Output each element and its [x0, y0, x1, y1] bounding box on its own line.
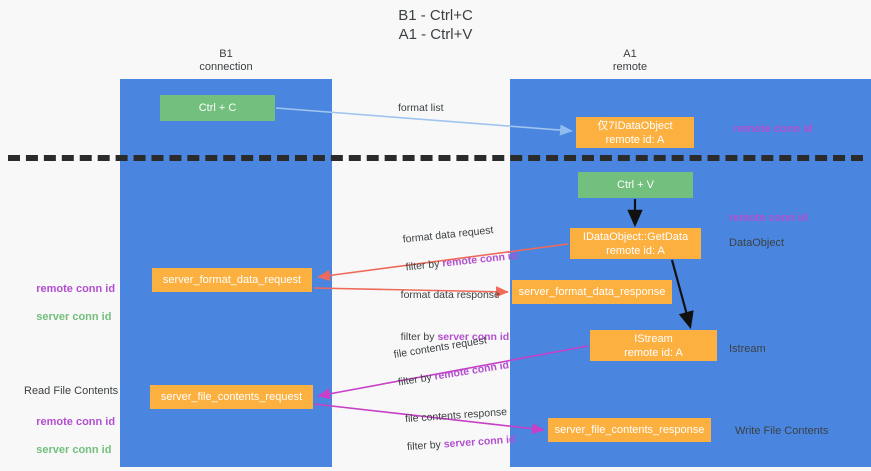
label-left-conn-ids-top: remote conn id server conn id: [24, 268, 115, 338]
label-remote-conn-id-left-2: remote conn id: [36, 416, 116, 428]
edge-label-fcres-filter-prefix: filter by: [406, 438, 445, 454]
edge-label-format-data-response: format data response filter by server co…: [389, 274, 510, 358]
edge-label-format-list: format list: [398, 102, 444, 114]
box-idataobject-remote[interactable]: 仅7IDataObject remote id: A: [576, 117, 694, 148]
edge-label-fcreq-filter-prefix: filter by: [397, 370, 436, 389]
edge-label-file-contents-request-text: file contents request: [392, 334, 488, 361]
label-left-conn-ids-bottom: remote conn id server conn id: [24, 401, 115, 471]
box-istream-remote[interactable]: IStream remote id: A: [590, 330, 717, 361]
label-write-file-contents: Write File Contents: [735, 425, 829, 437]
box-server-file-contents-request[interactable]: server_file_contents_request: [150, 385, 313, 409]
edge-label-fdreq-filter-prefix: filter by: [405, 257, 443, 274]
label-istream: Istream: [729, 343, 766, 355]
edge-label-fcres-filter-key: server conn id: [443, 433, 516, 451]
box-ctrl-c[interactable]: Ctrl + C: [160, 95, 275, 121]
edge-label-format-data-request-text: format data request: [402, 224, 494, 246]
box-idataobject-getdata[interactable]: IDataObject::GetData remote id: A: [570, 228, 701, 259]
edge-label-format-data-response-text: format data response: [400, 289, 500, 301]
label-server-conn-id-left: server conn id: [36, 311, 112, 323]
edge-label-fdres-filter-prefix: filter by: [400, 331, 438, 343]
edge-label-file-contents-response-text: file contents response: [404, 406, 508, 426]
label-read-file-contents: Read File Contents: [24, 385, 119, 397]
box-ctrl-v[interactable]: Ctrl + V: [578, 172, 693, 198]
edge-label-fdres-filter-key: server conn id: [437, 331, 510, 343]
label-remote-conn-id-top: remote conn id: [734, 123, 813, 135]
edge-label-file-contents-response: file contents response filter by server …: [392, 391, 517, 469]
edge-label-fdreq-filter-key: remote conn id: [441, 249, 518, 270]
label-dataobject: DataObject: [729, 237, 785, 249]
box-server-format-data-request[interactable]: server_format_data_request: [152, 268, 312, 292]
edge-label-fcreq-filter-key: remote conn id: [433, 359, 510, 383]
box-server-format-data-response[interactable]: server_format_data_response: [512, 280, 672, 304]
page-title: B1 - Ctrl+C A1 - Ctrl+V: [398, 7, 473, 43]
label-remote-conn-id-left: remote conn id: [36, 283, 116, 295]
phase-divider: [8, 155, 863, 161]
lane-a1-header: A1 remote: [612, 48, 648, 73]
box-server-file-contents-response[interactable]: server_file_contents_response: [548, 418, 711, 442]
label-remote-conn-id-mid: remote conn id: [729, 212, 808, 224]
lane-b1-header: B1 connection: [199, 48, 253, 73]
label-server-conn-id-left-2: server conn id: [36, 444, 112, 456]
